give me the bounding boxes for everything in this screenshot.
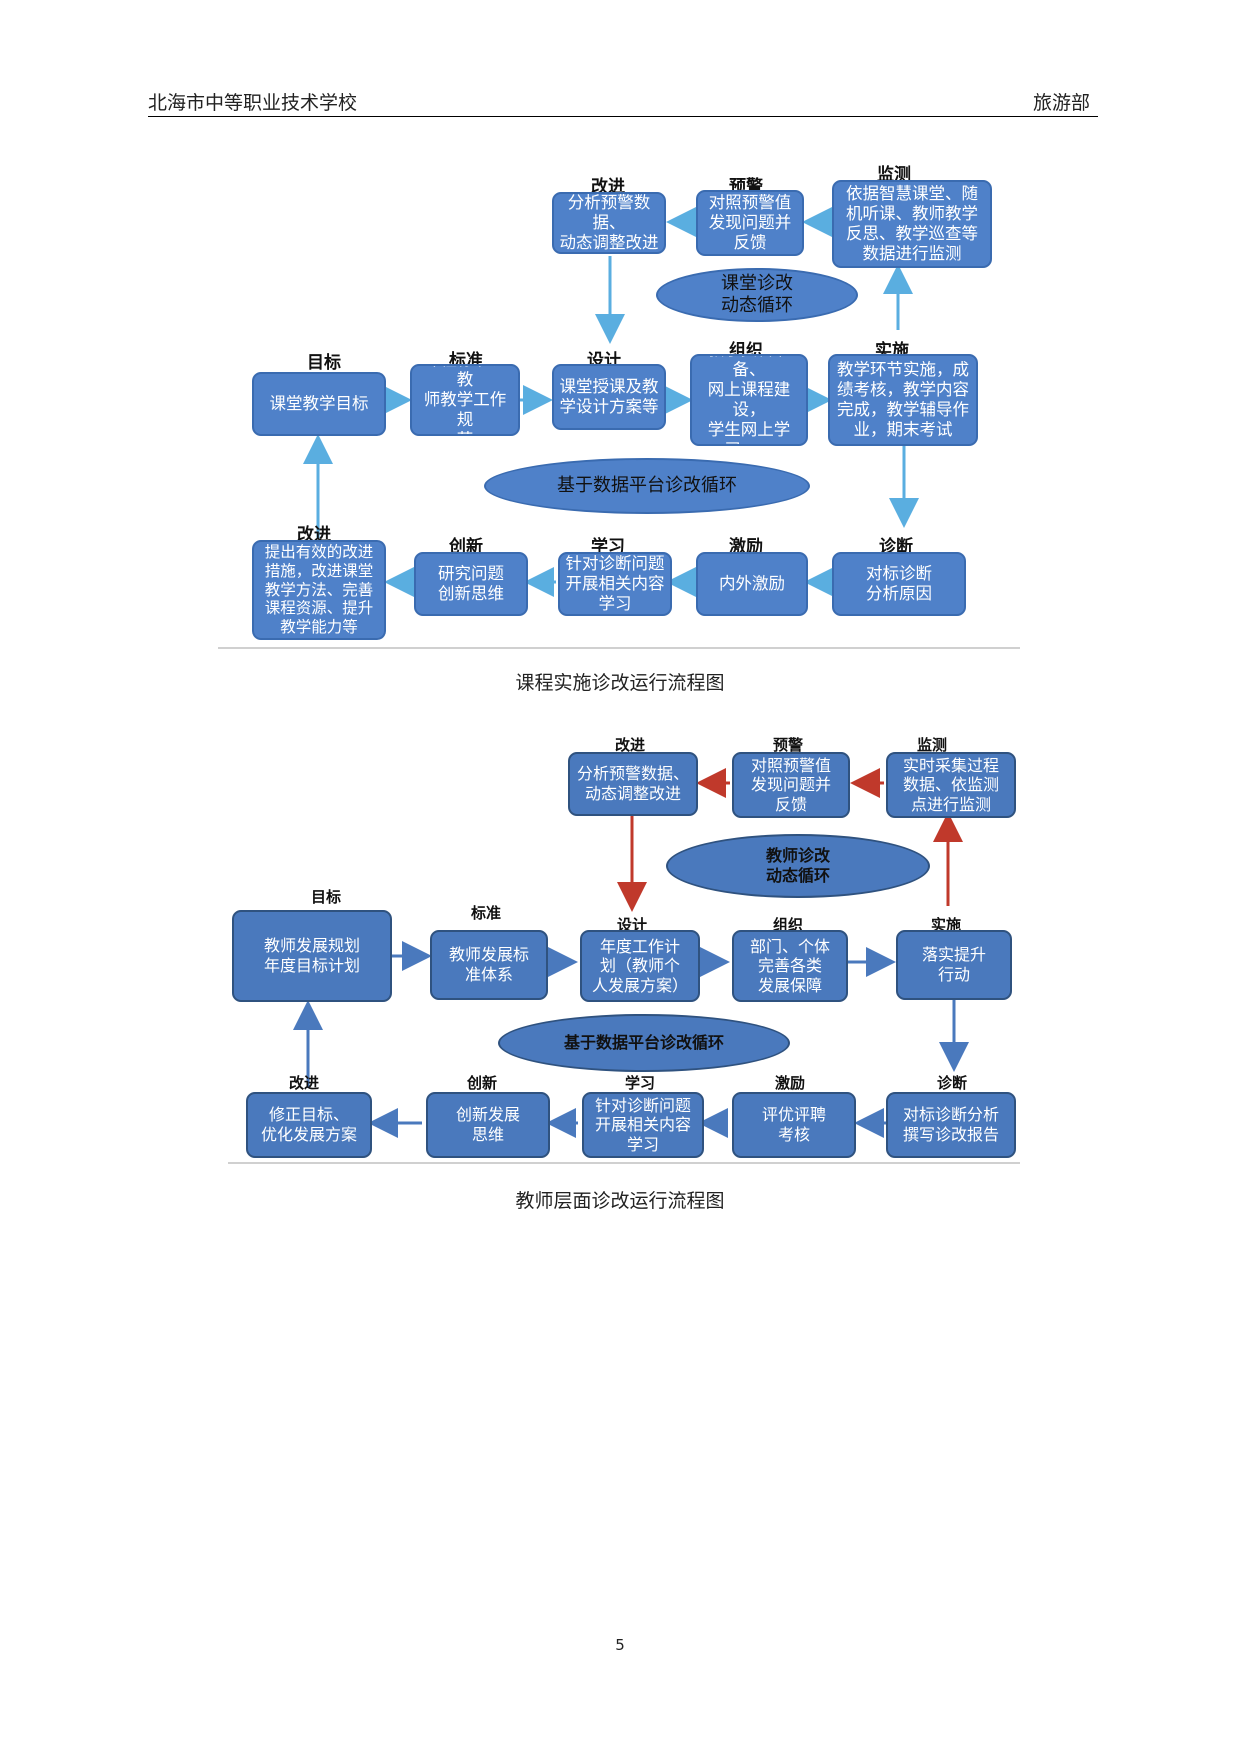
box-d1-organize: 教学资料准备、 网上课程建设， 学生网上学 习…… [690, 354, 808, 446]
box-d1-incentive: 内外激励 [696, 552, 808, 616]
box-d1-innovate: 研究问题 创新思维 [414, 552, 528, 616]
ellipse-d1-classroom-cycle: 课堂诊改 动态循环 [656, 268, 858, 322]
label-d2-learn: 学习 [624, 1074, 655, 1092]
box-d1-warning: 对照预警值 发现问题并 反馈 [696, 190, 804, 256]
label-d2-improve-bottom: 改进 [288, 1074, 319, 1092]
label-d2-improve-top: 改进 [614, 736, 645, 754]
box-d1-monitor: 依据智慧课堂、随 机听课、教师教学 反思、教学巡查等 数据进行监测 [832, 180, 992, 268]
box-d2-incentive: 评优评聘 考核 [732, 1092, 856, 1158]
box-d1-learn: 针对诊断问题 开展相关内容 学习 [558, 552, 672, 616]
label-d2-implement: 实施 [930, 916, 961, 934]
box-d2-improve-bottom: 修正目标、 优化发展方案 [246, 1092, 372, 1158]
ellipse-d2-data-platform: 基于数据平台诊改循环 [498, 1014, 790, 1072]
box-d2-improve-top: 分析预警数据、 动态调整改进 [568, 752, 698, 816]
ellipse-d2-teacher-cycle: 教师诊改 动态循环 [666, 834, 930, 898]
box-d2-warning: 对照预警值 发现问题并 反馈 [732, 752, 850, 818]
ellipse-d1-data-platform: 基于数据平台诊改循环 [484, 458, 810, 514]
box-d2-learn: 针对诊断问题 开展相关内容 学习 [582, 1092, 704, 1158]
label-d2-goal: 目标 [310, 888, 341, 906]
box-d1-design: 课堂授课及教 学设计方案等 [552, 364, 666, 430]
label-d2-design: 设计 [616, 916, 647, 934]
label-d2-innovate: 创新 [466, 1074, 497, 1092]
box-d2-design: 年度工作计 划（教师个 人发展方案） [580, 930, 700, 1002]
figure-1-baseline [218, 647, 1020, 649]
box-d1-goal: 课堂教学目标 [252, 372, 386, 436]
school-name: 北海市中等职业技术学校 [148, 92, 358, 114]
label-d2-monitor: 监测 [916, 736, 947, 754]
box-d2-standard: 教师发展标 准体系 [430, 930, 548, 1000]
box-d1-improve-top: 分析预警数据、 动态调整改进 [552, 192, 666, 254]
figure-2-caption: 教师层面诊改运行流程图 [515, 1190, 725, 1212]
figure-2-baseline [228, 1162, 1020, 1164]
label-d2-incentive: 激励 [774, 1074, 805, 1092]
box-d2-goal: 教师发展规划 年度目标计划 [232, 910, 392, 1002]
page-number: 5 [615, 1636, 625, 1654]
box-d2-organize: 部门、个体 完善各类 发展保障 [732, 930, 848, 1002]
box-d1-standard: 课程标准、教 师教学工作规 范 [410, 364, 520, 436]
box-d2-implement: 落实提升 行动 [896, 930, 1012, 1000]
page-header: 北海市中等职业技术学校 旅游部 [148, 84, 1098, 117]
box-d2-innovate: 创新发展 思维 [426, 1092, 550, 1158]
label-d2-standard: 标准 [470, 904, 501, 922]
figure-1-caption: 课程实施诊改运行流程图 [515, 672, 725, 694]
label-d2-warning: 预警 [772, 736, 803, 754]
box-d2-diagnose: 对标诊断分析 撰写诊改报告 [886, 1092, 1016, 1158]
box-d2-monitor: 实时采集过程 数据、依监测 点进行监测 [886, 752, 1016, 818]
box-d1-implement: 教学环节实施，成 绩考核，教学内容 完成，教学辅导作 业，期末考试 [828, 354, 978, 446]
department-name: 旅游部 [1032, 92, 1090, 114]
box-d1-improve-bottom: 提出有效的改进 措施，改进课堂 教学方法、完善 课程资源、提升 教学能力等 [252, 540, 386, 640]
label-d1-goal: 目标 [307, 353, 341, 373]
box-d1-diagnose: 对标诊断 分析原因 [832, 552, 966, 616]
label-d2-organize: 组织 [772, 916, 803, 934]
label-d2-diagnose: 诊断 [936, 1074, 967, 1092]
